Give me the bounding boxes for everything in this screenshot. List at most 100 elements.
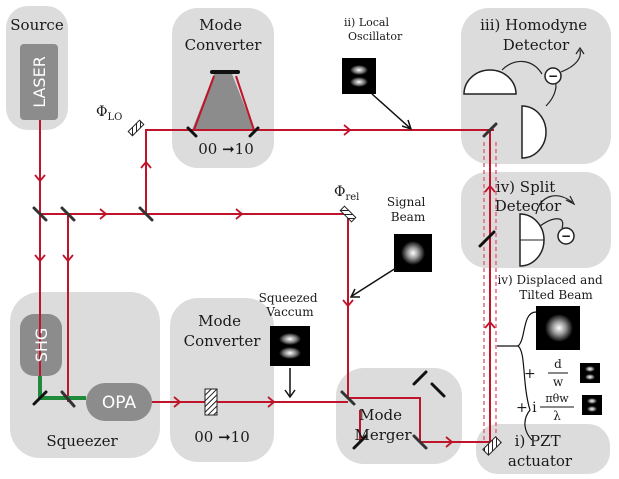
signal-beam-label: Signal Beam [387,195,429,224]
split-output-arrowhead [565,195,576,206]
pzt-block [476,424,610,474]
merger-mirror-top [412,370,428,386]
mode-converter-top-caption: 00 ➞10 [198,140,254,158]
displaced-beam-label-line-2: Tilted Beam [519,288,593,302]
mode-converter-bottom-block [170,298,274,462]
mode-merger-title-line-1: Mode [359,406,402,424]
mode-converter-bottom-title-line-2: Converter [184,332,262,350]
arrow-down [62,254,74,263]
beam-mode-conv-top [193,75,255,131]
signal-pointer-arrowhead [349,288,360,298]
homodyne-title: iii) Homodyne Detector [480,16,592,54]
homodyne-beam-splitter [482,122,498,138]
phi-rel-symbol: Φ [334,184,345,200]
phi-rel-subscript: rel [345,192,359,203]
squeezed-vacuum-mode-image [270,326,310,366]
arrow-up [484,184,496,193]
squeezed-pointer-arrowhead [284,389,296,399]
mode-merger-title-line-2: Merger [354,426,412,444]
homodyne-detectors [463,69,547,159]
mode-converter-beam-cone [192,74,254,130]
laser-box [20,44,58,120]
mode-converter-bottom-caption: 00 ➞10 [194,428,250,446]
term1-mode-image [580,363,600,383]
arrow-right [99,208,108,220]
phi-lo-subscript: LO [107,112,122,123]
equation-row1-plus: + [524,366,536,382]
mirror-left-converter [186,126,198,138]
squeezed-vacuum-label: Squeezed Vaccum [259,291,322,319]
homodyne-output-arrowhead [575,46,585,55]
squeezed-vacuum-label-line-1: Squeezed [259,291,318,305]
signal-beam-mode-image [394,234,432,272]
photodiode-right [521,105,547,159]
signal-pointer-arrow [351,267,397,297]
split-detector-title-line-1: iv) Split [496,178,555,196]
merger-output-splitter [412,434,428,450]
annotation-arrows [284,93,413,399]
squeezer-mirror [32,390,48,406]
merger-mirror-right [430,382,446,398]
term2-mode-image [582,395,602,415]
arrow-right [445,436,454,448]
mode-merger-title: Mode Merger [354,406,412,444]
mode-merger-block [336,368,462,464]
laser-beams [39,75,494,443]
homodyne-minus-sign: − [548,69,558,83]
homodyne-title-line-2: Detector [503,36,570,54]
displaced-beam-label: iv) Displaced and Tilted Beam [497,273,606,302]
squeezer-beam-splitter [60,390,76,408]
pzt-title-line-2: actuator [508,452,573,470]
photodiode-top [463,69,517,95]
dashed-beams [483,140,497,440]
phi-lo-label: ΦLO [96,104,122,123]
equation-row1-denominator: w [553,375,564,389]
split-minus-sign: − [561,229,571,243]
mode-converter-bottom-title: Mode Converter [184,312,262,350]
phase-shifter-rel [339,205,357,223]
arrow-right [267,396,276,408]
split-wire [539,218,564,229]
phi-lo-symbol: Φ [96,104,107,120]
split-output-arrow [535,195,573,215]
arrow-right [173,396,182,408]
equation-row2-numerator: πθw [545,392,569,405]
arrow-right [343,124,352,136]
signal-beam-label-line-2: Beam [391,210,426,224]
equation-row2-denominator: λ [553,409,561,423]
arrow-right [235,208,244,220]
pzt-title: i) PZT actuator [508,432,573,470]
arrow-up [484,320,496,329]
beam-lo-loop [145,129,494,214]
beam-splitter-3 [138,206,154,222]
local-oscillator-label-line-1: ii) Local [344,16,389,29]
local-oscillator-label-line-2: Oscillator [348,30,403,43]
optics [32,70,498,450]
pzt-actuator-mirror [482,436,502,456]
pzt-title-line-1: i) PZT [515,432,561,450]
homodyne-output-arrow [560,49,581,73]
mode-converter-top-title-line-1: Mode [199,16,242,34]
local-oscillator-mode-image [342,58,376,94]
squeezer-label: Squeezer [46,432,118,450]
squeezed-vacuum-label-line-2: Vaccum [265,305,314,319]
equation-row2-plus: + i [516,400,537,416]
split-subtractor [557,227,575,245]
homodyne-wire [501,60,543,75]
signal-beam-label-line-1: Signal [387,195,426,209]
phi-rel-label: Φrel [334,184,359,203]
displaced-beam-label-line-1: iv) Displaced and [497,273,603,287]
source-label: Source [10,16,64,34]
beam-splitter-1 [32,206,48,222]
mode-converter-bottom-title-line-1: Mode [198,312,241,330]
local-oscillator-label: ii) Local Oscillator [344,16,403,43]
phase-shifter-lo [127,119,145,137]
merger-mirror-bottom-left [352,434,368,450]
laser-label: LASER [30,56,49,108]
arrow-down [342,299,354,308]
arrow-down [34,174,46,183]
arrow-up [140,160,152,169]
split-detector-mirror [478,230,496,248]
mirror-right-converter [248,126,260,138]
